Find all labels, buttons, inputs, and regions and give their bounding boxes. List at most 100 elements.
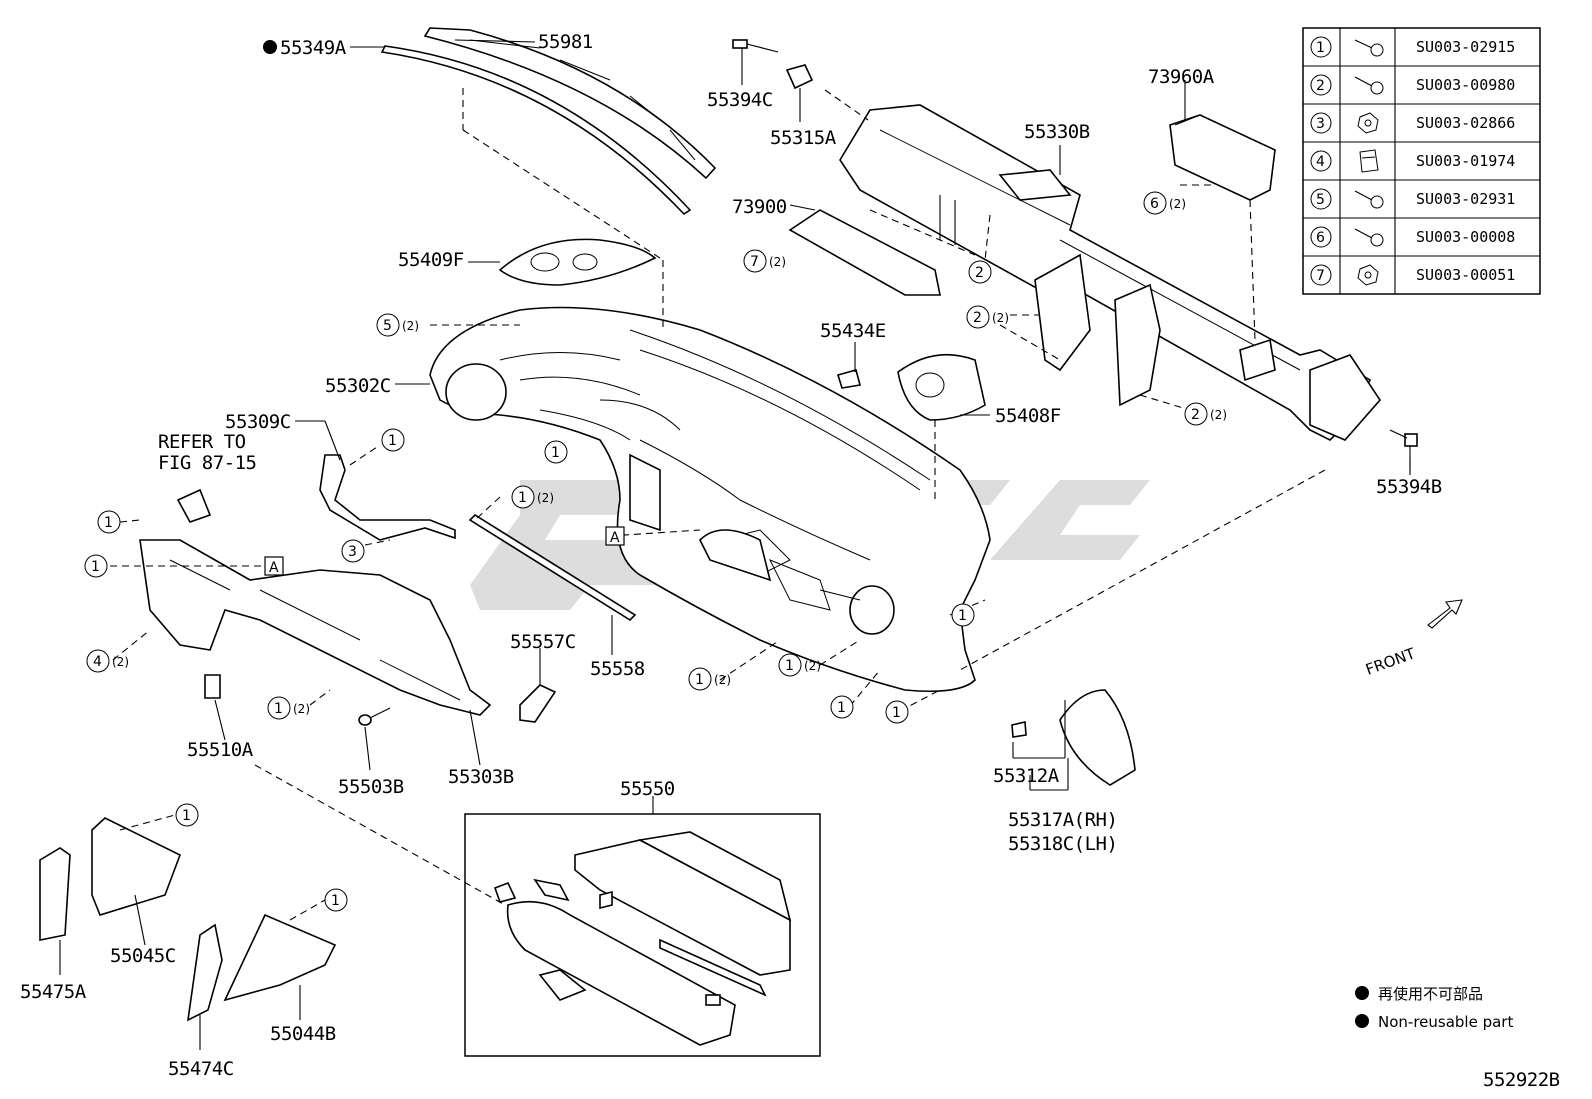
refer-part xyxy=(176,488,212,523)
label-55349A: 55349A xyxy=(280,37,347,59)
part-55309C-bracket xyxy=(319,454,456,541)
diagram-number: 552922B xyxy=(1483,1069,1560,1091)
bolt-55394C xyxy=(732,39,779,85)
fastener-row-2: 2 SU003-00980 xyxy=(1310,74,1515,96)
label-55394B: 55394B xyxy=(1376,476,1442,498)
svg-text:(2): (2) xyxy=(293,702,310,716)
svg-text:(2): (2) xyxy=(112,655,129,669)
defroster-strips xyxy=(350,27,717,216)
non-reusable-dot-icon xyxy=(263,40,277,54)
callout-1: 1 xyxy=(830,695,854,719)
svg-text:1: 1 xyxy=(958,608,967,624)
svg-text:2: 2 xyxy=(1191,407,1200,423)
callout-1-qty: 1(2) xyxy=(778,653,821,677)
front-arrow-icon xyxy=(1427,599,1463,629)
svg-text:1: 1 xyxy=(518,490,527,506)
callout-1: 1 xyxy=(175,803,199,827)
legend-en: Non-reusable part xyxy=(1378,1013,1513,1031)
fastener-table: 1 SU003-02915 2 SU003-00980 3 SU003-0286… xyxy=(1302,27,1541,295)
label-55394C: 55394C xyxy=(707,89,773,111)
label-55317A: 55317A(RH) xyxy=(1008,809,1117,831)
part-55550-glovebox xyxy=(493,831,792,1046)
svg-text:(2): (2) xyxy=(1169,197,1186,211)
callout-1: 1 xyxy=(544,440,568,464)
part-55434E xyxy=(836,369,861,389)
part-55558-strip xyxy=(468,513,637,622)
part-55045C xyxy=(91,817,182,916)
label-55330B: 55330B xyxy=(1024,121,1090,143)
svg-text:1: 1 xyxy=(1316,40,1325,56)
callout-3: 3 xyxy=(341,539,365,563)
svg-text:(2): (2) xyxy=(992,311,1009,325)
instrument-panel xyxy=(429,306,991,693)
svg-text:(2): (2) xyxy=(402,319,419,333)
ref-box-a-center-text: A xyxy=(610,530,620,546)
label-55434E: 55434E xyxy=(820,320,886,342)
non-reusable-dot-icon xyxy=(1355,986,1369,1000)
callouts: 5(2) 1 1 1(2) 3 1 1 4(2) 1(2) 1(2) 1(2) … xyxy=(84,191,1227,912)
part-55409F xyxy=(498,238,657,286)
fastener-row-4: 4 SU003-01974 xyxy=(1310,149,1515,173)
ref-box-a-center xyxy=(605,526,625,546)
label-73960A: 73960A xyxy=(1148,66,1215,88)
svg-text:3: 3 xyxy=(1316,116,1325,132)
label-55408F: 55408F xyxy=(995,405,1061,427)
bolt-washer-icon xyxy=(1354,190,1384,209)
svg-text:2: 2 xyxy=(973,310,982,326)
svg-text:1: 1 xyxy=(785,658,794,674)
callout-1-qty: 1(2) xyxy=(688,667,731,691)
callout-1: 1 xyxy=(324,888,348,912)
fastener-row-7: 7 SU003-00051 xyxy=(1310,264,1515,286)
legend: 再使用不可部品 Non-reusable part xyxy=(1355,985,1513,1031)
callout-1: 1 xyxy=(381,428,405,452)
part-55044B xyxy=(223,913,337,1002)
svg-text:3: 3 xyxy=(348,544,357,560)
bolt-55394B xyxy=(1389,429,1418,470)
label-55045C: 55045C xyxy=(110,945,176,967)
part-55408F xyxy=(897,353,986,421)
non-reusable-dot-icon xyxy=(1355,1014,1369,1028)
svg-text:SU003-00980: SU003-00980 xyxy=(1416,76,1515,94)
svg-text:1: 1 xyxy=(104,515,113,531)
nut-icon xyxy=(1357,264,1379,286)
part-55312A xyxy=(1011,721,1027,738)
nut-icon xyxy=(1357,112,1379,134)
svg-text:1: 1 xyxy=(182,808,191,824)
svg-text:2: 2 xyxy=(975,265,984,281)
label-55558: 55558 xyxy=(590,658,645,680)
callout-1: 1 xyxy=(97,510,121,534)
refer-note-line2: FIG 87-15 xyxy=(158,452,256,474)
part-73900 xyxy=(788,209,941,296)
label-55475A: 55475A xyxy=(20,981,87,1003)
svg-text:(2): (2) xyxy=(1210,408,1227,422)
callout-6-qty: 6(2) xyxy=(1143,191,1186,215)
svg-text:1: 1 xyxy=(331,893,340,909)
clip-nut-icon xyxy=(1359,149,1379,173)
callout-2-qty: 2 (2) xyxy=(966,305,1009,329)
svg-text:5: 5 xyxy=(383,318,392,334)
svg-text:(2): (2) xyxy=(537,491,554,505)
svg-text:1: 1 xyxy=(274,701,283,717)
svg-text:6: 6 xyxy=(1316,230,1325,246)
label-55044B: 55044B xyxy=(270,1023,336,1045)
part-55474C xyxy=(186,923,223,1022)
part-labels: 55349A 55981 55394C 55315A 73960A 55330B… xyxy=(20,31,1442,1080)
label-55302C: 55302C xyxy=(325,375,391,397)
svg-text:(2): (2) xyxy=(714,673,731,687)
label-55474C: 55474C xyxy=(168,1058,234,1080)
label-73900: 73900 xyxy=(732,196,787,218)
bolt-washer-icon xyxy=(1354,76,1384,95)
fastener-row-3: 3 SU003-02866 xyxy=(1310,112,1515,134)
svg-text:SU003-02866: SU003-02866 xyxy=(1416,114,1515,132)
label-55318C: 55318C(LH) xyxy=(1008,833,1117,855)
screw-55503B xyxy=(358,707,391,726)
fastener-row-1: 1 SU003-02915 xyxy=(1310,36,1515,58)
fastener-row-6: 6 SU003-00008 xyxy=(1310,226,1515,248)
svg-text:4: 4 xyxy=(93,654,102,670)
label-55409F: 55409F xyxy=(398,249,464,271)
svg-text:2: 2 xyxy=(1316,78,1325,94)
label-55315A: 55315A xyxy=(770,127,837,149)
callout-7-qty: 7(2) xyxy=(743,249,786,273)
